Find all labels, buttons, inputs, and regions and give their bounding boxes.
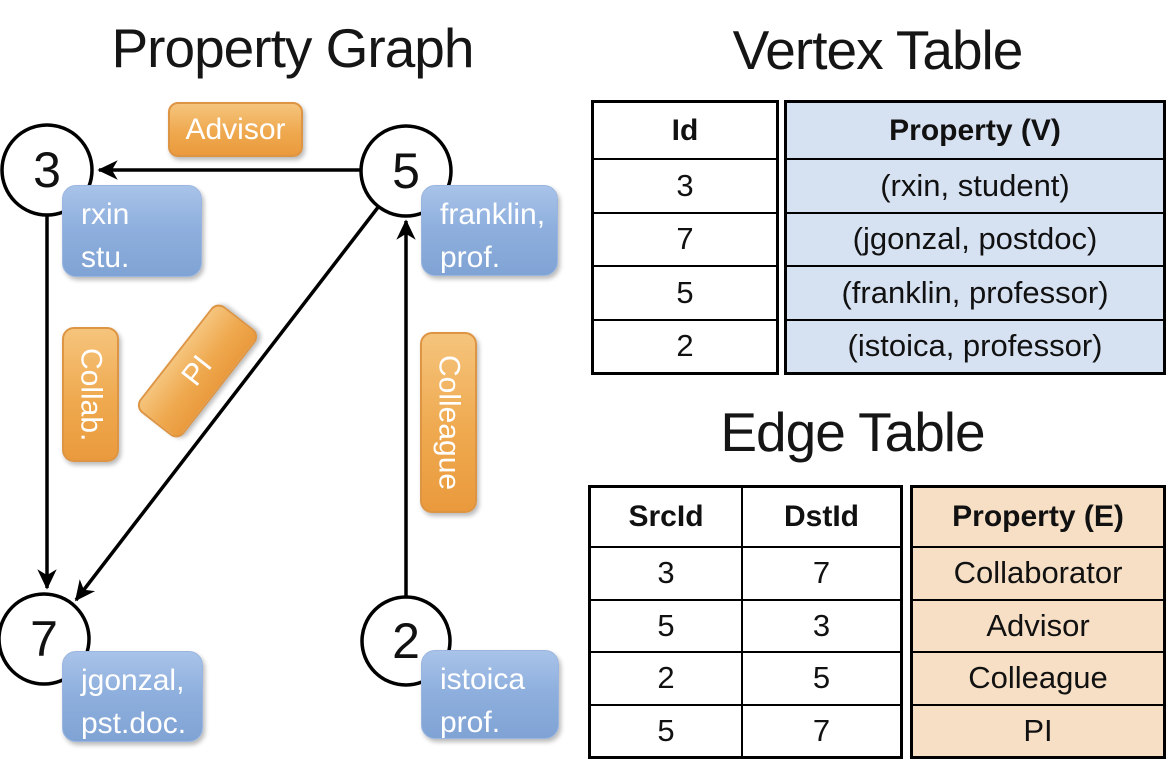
vertex-id-cell: 3 [594,158,776,212]
edge-label-collab: Collab. [62,327,119,462]
edge-src-cell: 3 [591,546,741,599]
node-3-property-line1: rxin [81,198,130,231]
node-5-property-line2: prof. [440,241,501,274]
graph-canvas [0,123,453,687]
vertex-table-property-column: Property (V) (rxin, student) (jgonzal, p… [784,100,1166,375]
vertex-property-cell: (rxin, student) [787,158,1163,212]
vertex-id-cell: 5 [594,265,776,319]
node-7-property-box: jgonzal, pst.doc. [62,651,203,742]
edge-table-header-dstid: DstId [741,488,900,546]
edge-dst-cell: 3 [741,598,900,651]
edge-dst-cell: 5 [741,651,900,704]
property-graph-title: Property Graph [111,17,474,79]
node-5-id: 5 [392,143,420,199]
edge-dst-cell: 7 [741,546,900,599]
vertex-property-cell: (franklin, professor) [787,265,1163,319]
node-2-property-line2: prof. [440,706,501,739]
edge-dst-cell: 7 [741,703,900,756]
node-2-property-box: istoica prof. [421,650,559,739]
vertex-table-column-gap [779,100,784,375]
node-5-property-box: franklin, prof. [421,185,558,276]
node-5-property-line1: franklin, [440,198,546,231]
node-3-property-line2: stu. [81,241,130,274]
vertex-table-header-property: Property (V) [889,113,1061,147]
node-7-property-line2: pst.doc. [81,707,187,740]
node-7-id: 7 [30,611,58,667]
edge-property-cell: Colleague [913,651,1163,704]
edge-src-cell: 5 [591,598,741,652]
edge-property-cell: Advisor [913,598,1163,652]
node-7-property-line1: jgonzal, [81,664,185,697]
vertex-table-header-id: Id [671,113,699,147]
node-2-id: 2 [392,613,420,669]
vertex-table: Id 3 7 5 2 Property (V) (rxin, student) … [591,100,1166,375]
edge-property-cell: Collaborator [913,546,1163,599]
edge-table-header-srcid: SrcId [628,500,704,533]
edge-table: SrcId DstId 3 7 5 3 2 5 5 7 Property (E)… [588,485,1166,759]
edge-label-colleague: Colleague [420,332,477,513]
edge-pi-arrow [74,204,381,602]
edge-table-header-property: Property (E) [952,500,1124,533]
node-3-id: 3 [33,142,61,198]
edge-table-id-columns: SrcId DstId 3 7 5 3 2 5 5 7 [588,485,903,759]
edge-src-cell: 2 [591,651,741,704]
vertex-table-title: Vertex Table [732,19,1024,81]
vertex-id-cell: 7 [594,211,776,266]
node-3-property-box: rxin stu. [62,185,202,277]
edge-property-cell: PI [913,703,1163,757]
edge-table-column-gap [903,485,910,759]
node-2-property-line1: istoica [440,663,526,696]
edge-label-advisor: Advisor [168,102,303,157]
edge-src-cell: 5 [591,703,741,757]
vertex-table-id-column: Id 3 7 5 2 [591,100,779,375]
vertex-id-cell: 2 [594,318,776,373]
edge-table-title: Edge Table [720,401,985,463]
vertex-property-cell: (jgonzal, postdoc) [787,211,1163,266]
edge-table-property-column: Property (E) Collaborator Advisor Collea… [910,485,1166,759]
vertex-property-cell: (istoica, professor) [787,318,1163,373]
